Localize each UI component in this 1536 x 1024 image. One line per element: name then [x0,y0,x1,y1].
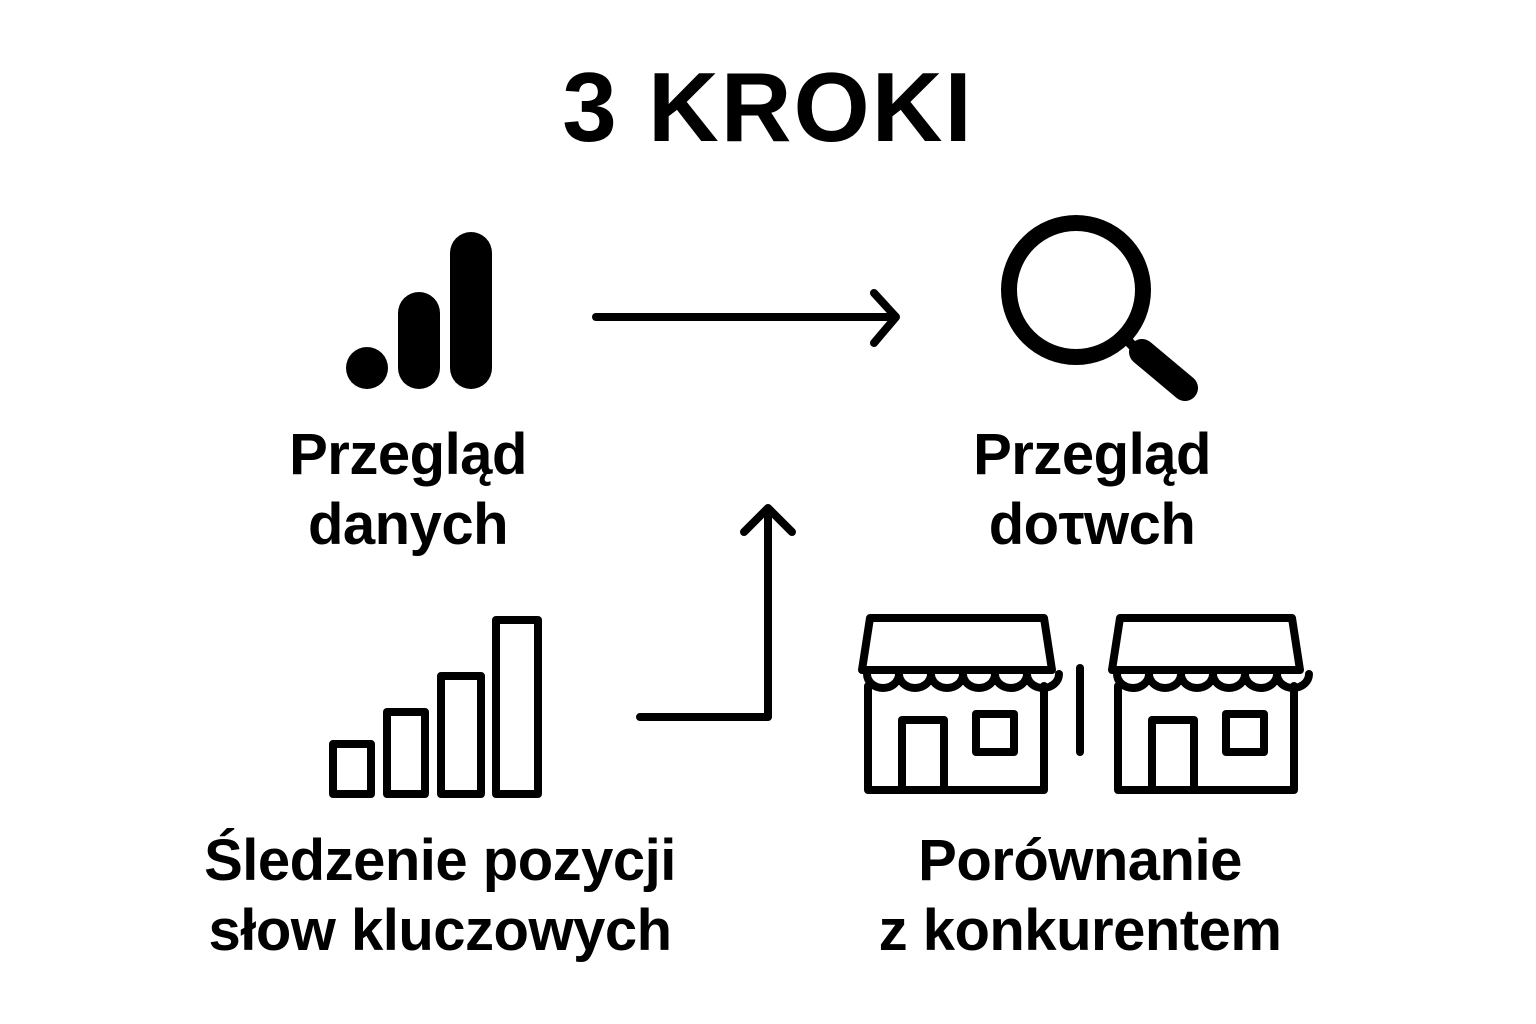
magnifier-icon [1001,215,1198,401]
step-label-competitor-comparison: Porównanie z konkurentem [810,826,1350,966]
storefront-icon-left [858,614,1063,794]
storefront-icon-right [1108,614,1313,794]
up-arrow-icon [636,504,796,721]
analytics-bars-icon [346,232,492,389]
step-label-line: danych [307,492,509,557]
step-label-line: doτwch [988,492,1196,557]
step-label-keyword-tracking: Śledzenie pozycji słow kluczowych [150,826,730,966]
step-label-review-right: Przegląd doτwch [912,420,1272,560]
step-label-line: Przegląd [289,422,527,487]
rising-bar-chart-icon [329,616,542,798]
step-label-line: Przegląd [973,422,1211,487]
step-label-line: Porównanie [918,828,1242,893]
step-label-line: Śledzenie pozycji [204,828,676,893]
step-label-line: słow kluczowych [208,898,672,963]
diagram-title: 3 KROKI [562,52,974,162]
step-label-data-review: Przegląd danych [228,420,588,560]
step-label-line: z konkurentem [878,898,1282,963]
right-arrow-icon [592,289,900,347]
